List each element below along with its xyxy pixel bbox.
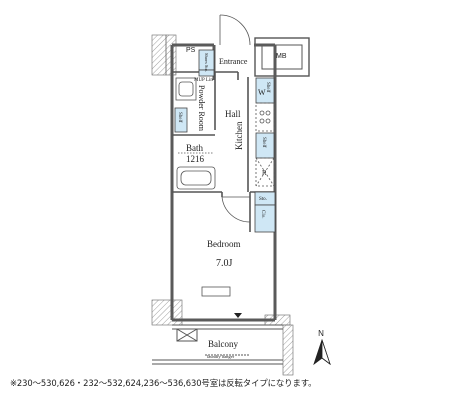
label-kitchen: Kitchen — [234, 121, 244, 150]
compass-label: N — [318, 329, 324, 338]
label-shelf-powder: Shelf — [177, 112, 182, 123]
label-bath: Bath — [186, 143, 203, 153]
label-bedroom-size: 7.0J — [216, 258, 233, 269]
label-w: W — [258, 88, 266, 97]
main-walls — [170, 43, 277, 322]
label-mb: MB — [276, 53, 287, 60]
fixtures — [175, 77, 275, 297]
label-shelf-w: Shelf — [265, 82, 270, 93]
label-powder-room: Powder Room — [197, 85, 206, 132]
label-bath-size: 1216 — [186, 154, 205, 164]
label-mup-lin: MUP Lin — [194, 78, 213, 83]
label-laundry-hanger: laundry hanger — [207, 354, 235, 359]
label-entrance: Entrance — [219, 57, 248, 66]
exterior-walls — [151, 34, 310, 376]
label-r: R — [262, 169, 267, 177]
label-ps: PS — [186, 47, 196, 54]
label-balcony: Balcony — [208, 339, 238, 349]
label-sto: Sto. — [259, 197, 267, 202]
label-bedroom: Bedroom — [207, 239, 241, 249]
label-shelf-kitchen: Shelf — [261, 137, 266, 148]
balcony-area — [152, 324, 283, 365]
label-shoes-storage: Shoes Sto. — [204, 53, 209, 72]
compass-icon: N — [313, 329, 331, 366]
bedroom-door — [221, 196, 251, 223]
footnote: ※230～530,626・232～532,624,236～536,630号室は反… — [10, 378, 317, 388]
window-marker-icon — [234, 313, 242, 318]
storage-units — [174, 49, 276, 233]
label-clo: Clo. — [260, 210, 265, 218]
label-hall: Hall — [225, 109, 241, 119]
entrance-door — [219, 14, 251, 46]
